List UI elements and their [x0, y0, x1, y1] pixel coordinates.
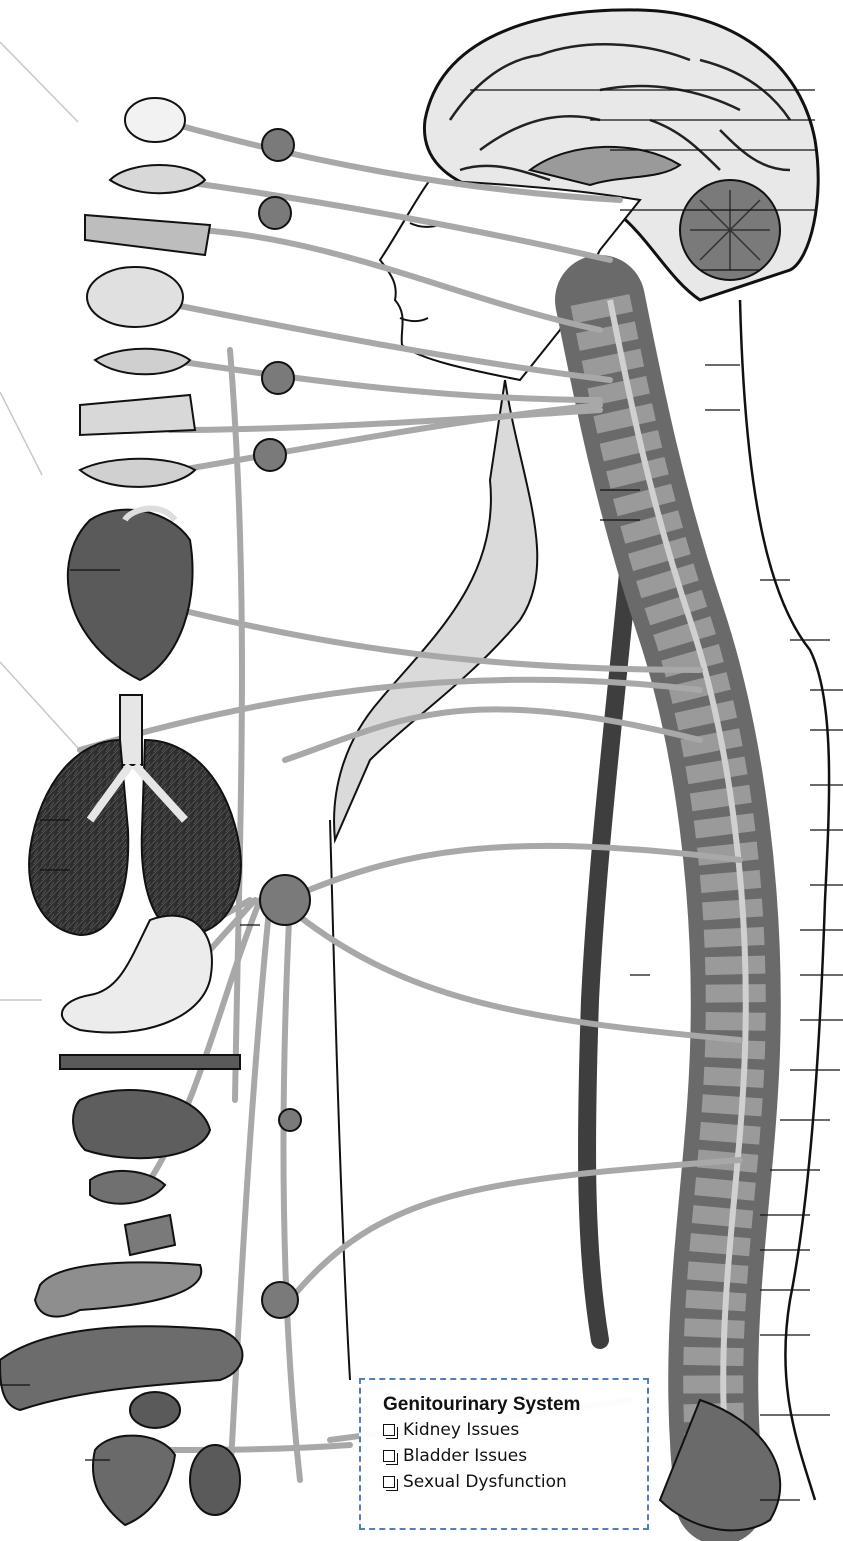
checkbox-icon[interactable]	[383, 1450, 395, 1462]
option-label: Sexual Dysfunction	[403, 1469, 567, 1495]
sexual-dysfunction-option[interactable]: Sexual Dysfunction	[383, 1469, 647, 1495]
option-label: Bladder Issues	[403, 1443, 527, 1469]
checkbox-icon[interactable]	[383, 1476, 395, 1488]
abdominal-organs	[0, 916, 243, 1525]
head-organs	[80, 98, 210, 487]
bladder-issues-option[interactable]: Bladder Issues	[383, 1443, 647, 1469]
callout-title: Genitourinary System	[383, 1393, 647, 1417]
heart	[68, 508, 193, 680]
throat-tube	[334, 380, 537, 840]
checkbox-icon[interactable]	[383, 1424, 395, 1436]
option-label: Kidney Issues	[403, 1417, 519, 1443]
body-front-outline	[330, 820, 350, 1380]
lungs	[29, 695, 241, 935]
genitourinary-callout: Genitourinary System Kidney Issues Bladd…	[359, 1378, 649, 1530]
kidney-issues-option[interactable]: Kidney Issues	[383, 1417, 647, 1443]
